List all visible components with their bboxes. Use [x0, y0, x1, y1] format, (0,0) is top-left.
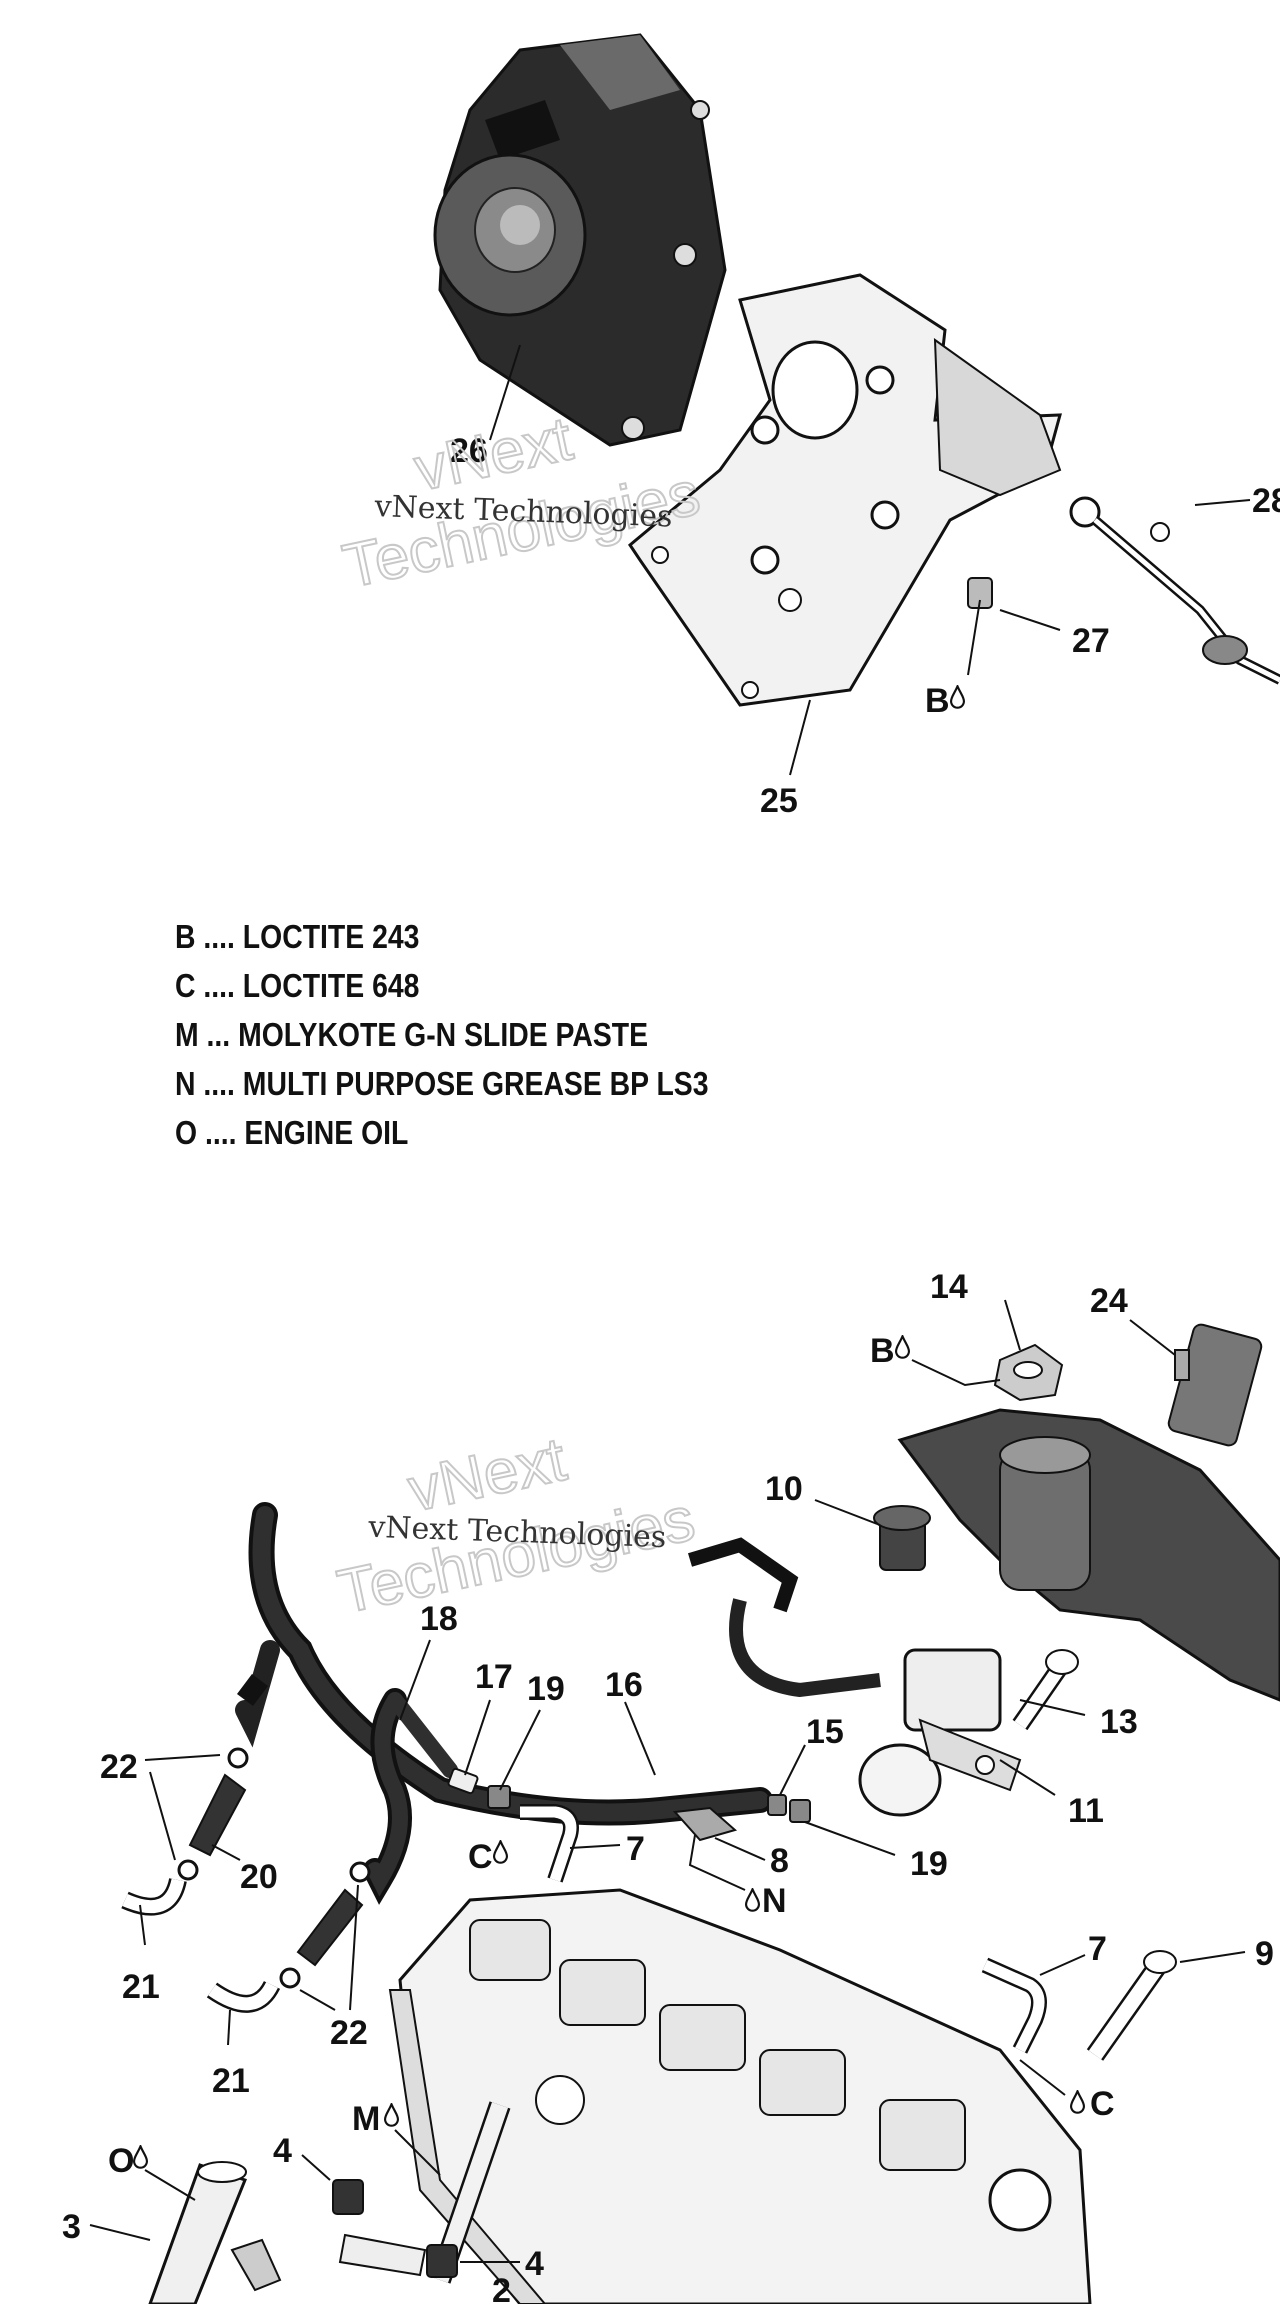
- bracket-part-25: [628, 273, 1062, 707]
- callout-o-3: O: [108, 2142, 134, 2180]
- nut-part-27: [967, 577, 993, 609]
- check-valve-part-20-lower: [279, 1861, 371, 1989]
- callouts-top: 26 28 27 B 25: [450, 344, 1280, 820]
- legend-row-b: B .... LOCTITE 243: [175, 918, 420, 955]
- callout-22-lower: 22: [330, 2014, 368, 2052]
- callout-2: 2: [492, 2272, 511, 2304]
- callout-4-lower: 4: [525, 2245, 544, 2283]
- callout-20: 20: [240, 1858, 278, 1896]
- callout-22-left: 22: [100, 1748, 138, 1786]
- callout-m-2: M: [352, 2100, 380, 2138]
- callout-19-upper: 19: [527, 1670, 565, 1708]
- housing-part: [897, 1408, 1280, 1702]
- material-legend: B .... LOCTITE 243 C .... LOCTITE 648 M …: [175, 912, 709, 1157]
- callout-28: 28: [1252, 482, 1280, 520]
- callout-c-7-right: C: [1090, 2085, 1115, 2123]
- callout-27: 27: [1072, 622, 1110, 660]
- callout-24: 24: [1090, 1282, 1128, 1320]
- callout-15: 15: [806, 1713, 844, 1751]
- legend-row-o: O .... ENGINE OIL: [175, 1114, 409, 1151]
- clamp-part-19-right: [789, 1799, 811, 1823]
- clamp-part-15: [767, 1794, 787, 1816]
- callout-26: 26: [450, 432, 488, 470]
- svg-text:Technologies: Technologies: [332, 1484, 700, 1627]
- callout-17: 17: [475, 1658, 513, 1696]
- callout-c-7: C: [468, 1838, 493, 1876]
- clamp-part-19-left: [487, 1785, 511, 1809]
- bolt-part-13: [1012, 1649, 1079, 1731]
- callout-n-8: N: [762, 1882, 787, 1920]
- cylinder-head: [388, 1888, 1092, 2304]
- callout-14: 14: [930, 1268, 968, 1306]
- sensor-module-part-24: [1167, 1323, 1263, 1447]
- watermark-bottom: vNext Technologies vNext Technologies: [331, 1424, 701, 1628]
- sensor-part-11: [687, 1537, 1022, 1817]
- callout-9: 9: [1255, 1935, 1274, 1973]
- callout-b-14: B: [870, 1332, 895, 1370]
- legend-row-n: N .... MULTI PURPOSE GREASE BP LS3: [175, 1065, 709, 1102]
- elbow-part-7-right: [981, 1957, 1047, 2054]
- callout-25: 25: [760, 782, 798, 820]
- callout-8: 8: [770, 1842, 789, 1880]
- cylinder-head-assembly: [121, 1323, 1280, 2304]
- hose-part-21-lower: [206, 1980, 281, 2013]
- actuator-motor-part-26: [433, 33, 727, 447]
- legend-row-c: C .... LOCTITE 648: [175, 967, 420, 1004]
- check-valve-part-20-upper: [177, 1747, 249, 1881]
- throttle-actuator-assembly: [433, 33, 1280, 707]
- nut-part-14: [993, 1343, 1064, 1402]
- callouts-bottom: 14 24 B 10 18 17 19 16 15 13 22 11 C 7 8…: [62, 1268, 1274, 2304]
- callout-b-27: B: [925, 682, 950, 720]
- bolt-part-9: [1086, 1950, 1177, 2061]
- callout-21-upper: 21: [122, 1968, 160, 2006]
- elbow-part-7-left: [520, 1804, 579, 1883]
- grommet-part-10: [873, 1505, 931, 1571]
- callout-3: 3: [62, 2208, 81, 2246]
- washer-part-8: [672, 1806, 738, 1842]
- callout-19-lower: 19: [910, 1845, 948, 1883]
- callout-18: 18: [420, 1600, 458, 1638]
- callout-7-left: 7: [626, 1830, 645, 1868]
- callout-21-lower: 21: [212, 2062, 250, 2100]
- legend-row-m: M ... MOLYKOTE G-N SLIDE PASTE: [175, 1016, 649, 1053]
- callout-7-right: 7: [1088, 1930, 1107, 1968]
- throttle-cable-part-28: [1069, 496, 1280, 685]
- callout-13: 13: [1100, 1703, 1138, 1741]
- callout-4-upper: 4: [273, 2132, 292, 2170]
- svg-text:vNext: vNext: [402, 1425, 571, 1525]
- spring-part-4-lower: [426, 2244, 458, 2278]
- callout-10: 10: [765, 1470, 803, 1508]
- callout-16: 16: [605, 1666, 643, 1704]
- spring-part-4-upper: [332, 2179, 364, 2215]
- callout-11: 11: [1068, 1792, 1104, 1830]
- hose-part-21-upper: [121, 1877, 187, 1916]
- sleeve-part-3: [148, 2161, 282, 2304]
